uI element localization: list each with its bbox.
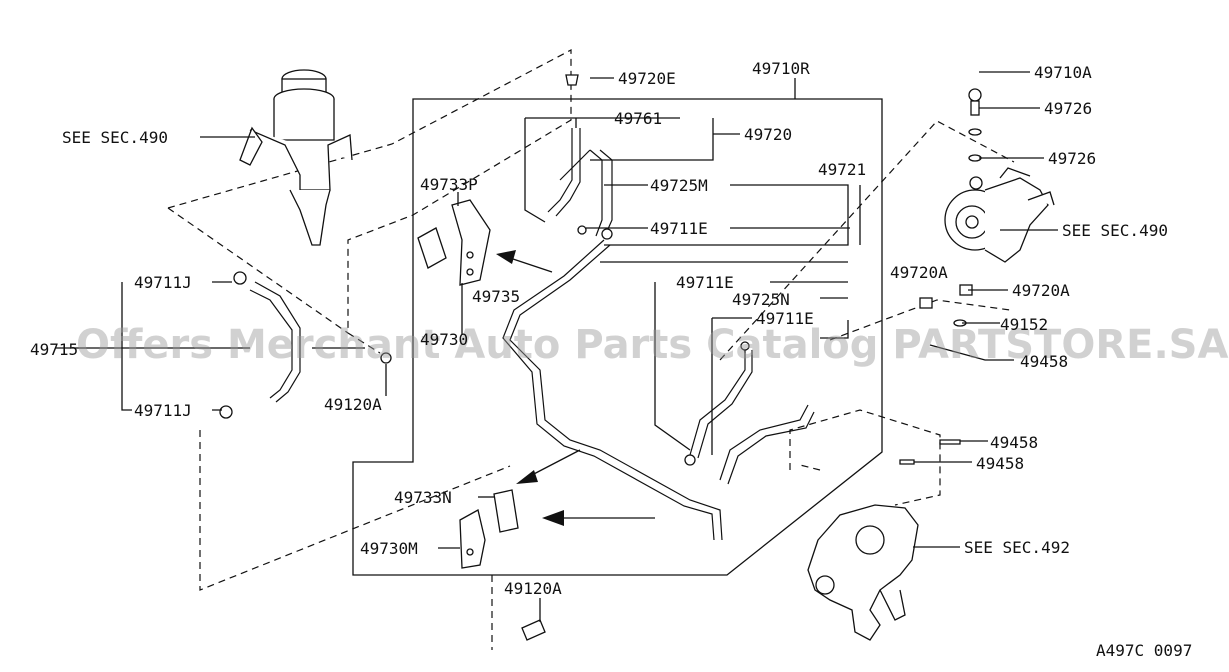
callout-49725N: 49725N bbox=[732, 290, 790, 309]
callout-49710R: 49710R bbox=[752, 59, 810, 78]
leader-lines bbox=[55, 71, 1058, 622]
callout-49726-upper: 49726 bbox=[1044, 99, 1092, 118]
power-steering-pump bbox=[944, 167, 1055, 263]
callout-49761: 49761 bbox=[614, 109, 662, 128]
callout-49711J-lower: 49711J bbox=[134, 401, 192, 420]
callout-49733P: 49733P bbox=[420, 175, 478, 194]
callout-49721: 49721 bbox=[818, 160, 866, 179]
callout-49458-middle: 49458 bbox=[990, 433, 1038, 452]
callout-49720E: 49720E bbox=[618, 69, 676, 88]
callout-49152: 49152 bbox=[1000, 315, 1048, 334]
callout-49730M: 49730M bbox=[360, 539, 418, 558]
lower-hose bbox=[689, 350, 753, 459]
gear-dashed-outline bbox=[789, 409, 941, 506]
callout-49458-top: 49458 bbox=[1020, 352, 1068, 371]
reservoir-dashed-outline bbox=[167, 49, 572, 354]
callout-49120A-upper: 49120A bbox=[324, 395, 382, 414]
right-dashed-outline bbox=[719, 120, 1015, 361]
callout-49730: 49730 bbox=[420, 330, 468, 349]
callout-49715: 49715 bbox=[30, 340, 78, 359]
assembly-frame bbox=[352, 98, 883, 576]
callout-49720A-left: 49720A bbox=[890, 263, 948, 282]
callout-49711E-middle: 49711E bbox=[676, 273, 734, 292]
callout-49725M: 49725M bbox=[650, 176, 708, 195]
see-sec-492: SEE SEC.492 bbox=[964, 538, 1070, 557]
gear-hose bbox=[719, 404, 815, 485]
callout-49735: 49735 bbox=[472, 287, 520, 306]
reservoir-hose bbox=[249, 281, 301, 403]
bracket-49730M bbox=[459, 489, 519, 569]
direction-arrows bbox=[496, 250, 655, 526]
callout-49458-bottom: 49458 bbox=[976, 454, 1024, 473]
see-sec-490-right: SEE SEC.490 bbox=[1062, 221, 1168, 240]
callout-49711E-upper: 49711E bbox=[650, 219, 708, 238]
bracket-49733P bbox=[417, 199, 491, 286]
watermark-text: Offers Merchant Auto Parts Catalog PARTS… bbox=[76, 322, 1228, 368]
steering-gear-box bbox=[807, 504, 919, 641]
callout-49726-lower: 49726 bbox=[1048, 149, 1096, 168]
left-dashed-outline bbox=[167, 207, 511, 591]
callout-49733N: 49733N bbox=[394, 488, 452, 507]
see-sec-490-left: SEE SEC.490 bbox=[62, 128, 168, 147]
diagram-code: A497C 0097 bbox=[1096, 641, 1192, 660]
callout-49711J-upper: 49711J bbox=[134, 273, 192, 292]
callout-49120A-lower: 49120A bbox=[504, 579, 562, 598]
callout-49720A-right: 49720A bbox=[1012, 281, 1070, 300]
callout-49711E-lower: 49711E bbox=[756, 309, 814, 328]
pressure-hose bbox=[559, 149, 613, 239]
callout-49720: 49720 bbox=[744, 125, 792, 144]
reservoir-tank bbox=[239, 69, 353, 246]
callout-49710A: 49710A bbox=[1034, 63, 1092, 82]
return-hose bbox=[547, 128, 581, 217]
main-pipe-upper bbox=[502, 239, 723, 541]
